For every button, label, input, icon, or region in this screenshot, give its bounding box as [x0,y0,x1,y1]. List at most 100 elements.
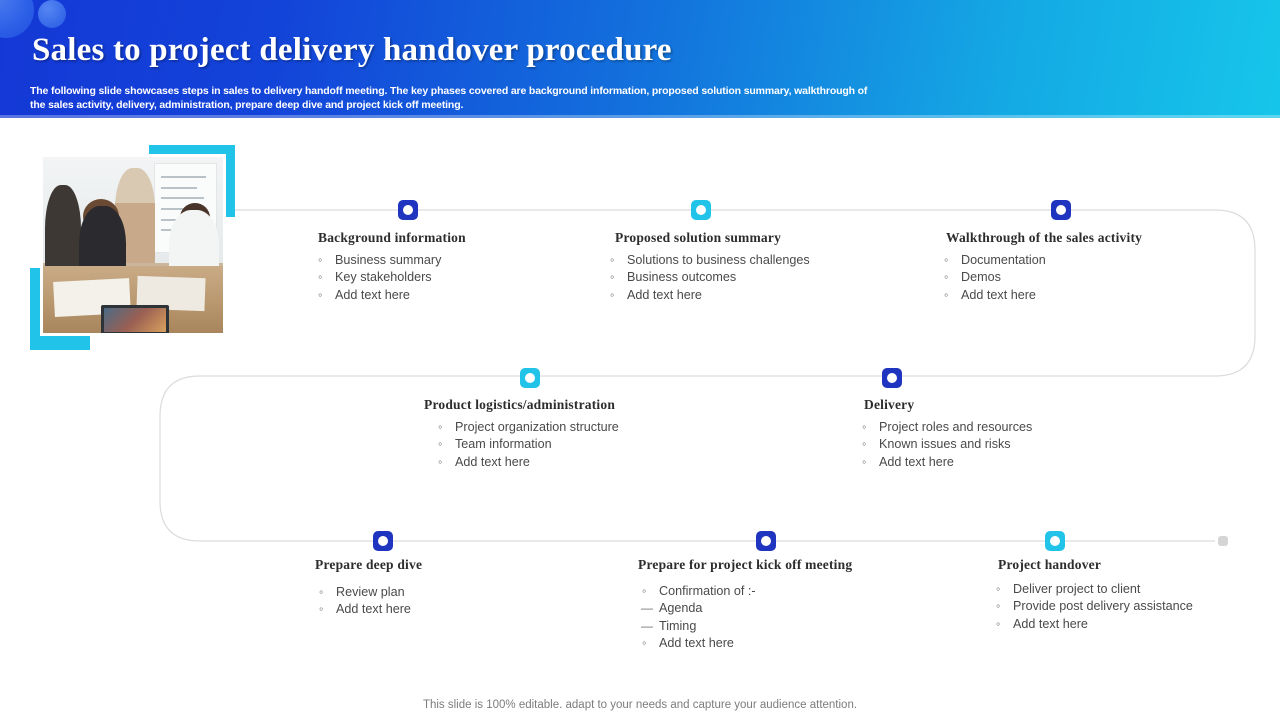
bullet-circle-icon: ◦ [862,420,867,434]
list-item-label: Timing [659,618,697,633]
step-marker-icon[interactable] [1045,531,1065,551]
bullet-circle-icon: ◦ [944,253,949,267]
list-item-label: Add text here [336,602,411,617]
decorative-circle-large-icon [0,0,34,38]
step-title: Prepare for project kick off meeting [638,557,853,572]
list-item-label: Project roles and resources [879,420,1033,434]
bullet-circle-icon: ◦ [438,437,443,452]
list-item-label: Solutions to business challenges [627,253,810,267]
list-item: ◦ Documentation [944,252,1046,269]
step-marker-icon[interactable] [373,531,393,551]
step-title: Product logistics/administration [424,397,616,412]
list-item: ◦ Demos [944,269,1046,286]
list-item: ◦ Key stakeholders [318,269,441,286]
team-meeting-photo [40,154,226,336]
step-marker-icon[interactable] [1051,200,1071,220]
step-title: Walkthrough of the sales activity [946,230,1143,245]
bullet-circle-icon: ◦ [610,253,615,267]
list-item-label: Review plan [336,585,405,599]
list-item: ◦Add text here [944,287,1046,304]
list-item-label: Add text here [879,454,954,469]
list-item-label: Business outcomes [627,270,737,285]
footer-note: This slide is 100% editable. adapt to yo… [422,699,858,711]
list-item: ◦ Team information [438,436,619,453]
list-item-label: Team information [455,437,552,452]
list-item: ◦ Project roles and resources [862,419,1032,436]
step-marker-icon[interactable] [882,368,902,388]
header-band: Sales to project delivery handover proce… [0,0,1280,118]
list-item: ◦ Add text here [319,601,411,618]
timeline-end-cap [1218,536,1228,546]
list-item: ◦ Add text here [642,635,756,652]
list-item: ◦Known issues and risks [862,436,1032,453]
list-item: ◦ Review plan [319,584,411,601]
list-item: — Agenda [641,600,756,617]
bullet-circle-icon: ◦ [862,454,867,469]
list-item-label: Agenda [659,601,703,616]
step-bullet-list: ◦Project roles and resources ◦Known issu… [862,419,1032,471]
step-title: Prepare deep dive [315,557,423,572]
list-item-label: Add text here [1013,616,1088,631]
list-item-label: Add text here [627,287,702,302]
bullet-circle-icon: ◦ [438,420,443,434]
step-title: Project handover [998,557,1102,572]
list-item-label: Known issues and risks [879,437,1011,452]
step-marker-icon[interactable] [691,200,711,220]
list-item: ◦ Business summary [318,252,441,269]
bullet-circle-icon: ◦ [642,584,647,598]
list-item-label: Key stakeholders [335,270,432,285]
list-item: ◦ Provide post delivery assistance [996,598,1193,615]
step-marker-icon[interactable] [520,368,540,388]
bullet-dash-icon: — [641,618,653,633]
list-item-label: Add text here [455,454,530,469]
step-bullet-list: ◦Confirmation of :- — Agenda — Timing ◦ Add… [641,583,756,653]
bullet-circle-icon: ◦ [996,582,1001,596]
list-item: ◦ Add text here [318,287,441,304]
photo-artwork [43,157,223,333]
list-item-label: Project organization structure [455,420,619,434]
bullet-circle-icon: ◦ [318,270,323,285]
step-title: Proposed solution summary [615,230,782,245]
bullet-circle-icon: ◦ [438,454,443,469]
list-item-label: Documentation [961,253,1046,267]
list-item: ◦Deliver project to client [996,581,1193,598]
step-bullet-list: ◦ Documentation ◦ Demos ◦Add text here [944,252,1046,304]
list-item: ◦ Business outcomes [610,269,810,286]
step-title: Delivery [864,397,915,412]
list-item: ◦ Add text here [996,616,1193,633]
list-item: ◦ Solutions to business challenges [610,252,810,269]
list-item-label: Demos [961,270,1001,285]
bullet-circle-icon: ◦ [642,636,647,651]
step-bullet-list: ◦Deliver project to client ◦ Provide post… [996,581,1193,633]
bullet-circle-icon: ◦ [318,287,323,302]
list-item-label: Add text here [335,287,410,302]
bullet-circle-icon: ◦ [318,253,323,267]
list-item: ◦Confirmation of :- [642,583,756,600]
bullet-dash-icon: — [641,601,653,616]
bullet-circle-icon: ◦ [996,599,1001,614]
bullet-circle-icon: ◦ [610,270,615,285]
list-item: ◦ Add text here [610,287,810,304]
list-item-label: Business summary [335,253,442,267]
list-item: ◦ Add text here [862,454,1032,471]
bullet-circle-icon: ◦ [319,602,324,617]
bullet-circle-icon: ◦ [944,270,949,285]
list-item-label: Provide post delivery assistance [1013,599,1193,614]
step-bullet-list: ◦ Business summary ◦ Key stakeholders ◦ Add… [318,252,441,304]
list-item-label: Add text here [659,636,734,651]
list-item: — Timing [641,618,756,635]
photo-block [30,145,235,350]
list-item: ◦ Project organization structure [438,419,619,436]
list-item: ◦ Add text here [438,454,619,471]
step-bullet-list: ◦ Review plan ◦ Add text here [319,584,411,619]
bullet-circle-icon: ◦ [319,585,324,599]
step-marker-icon[interactable] [398,200,418,220]
decorative-circle-small-icon [38,0,66,28]
page-title: Sales to project delivery handover proce… [32,32,672,68]
step-bullet-list: ◦ Project organization structure ◦ Team in… [438,419,619,471]
bullet-circle-icon: ◦ [944,287,949,302]
step-title: Background information [318,230,466,245]
bullet-circle-icon: ◦ [996,616,1001,631]
step-marker-icon[interactable] [756,531,776,551]
bullet-circle-icon: ◦ [610,287,615,302]
